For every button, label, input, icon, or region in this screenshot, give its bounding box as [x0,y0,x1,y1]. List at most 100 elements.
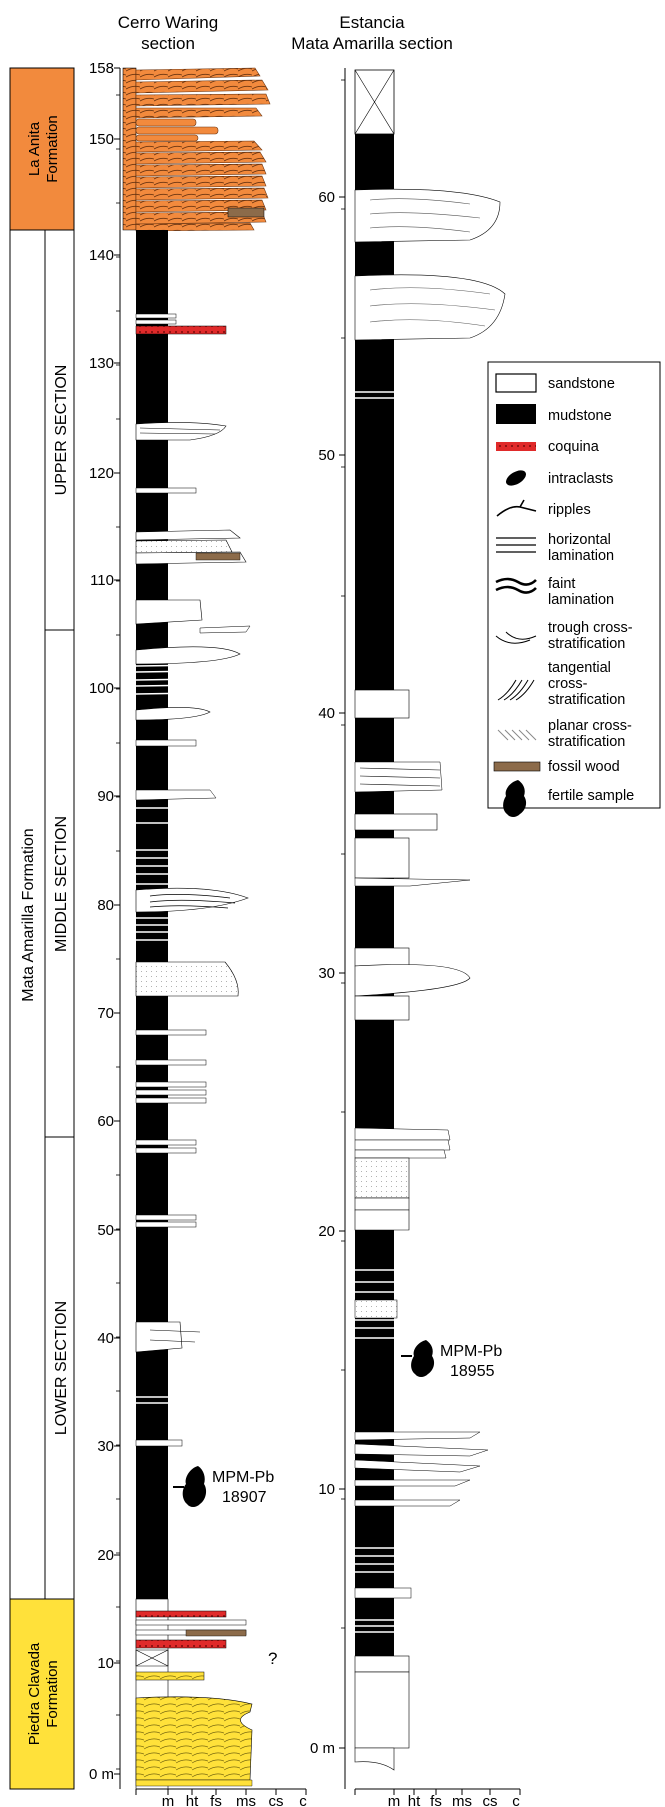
s1-tick-158: 158 [89,60,114,77]
s1-tick-80: 80 [97,897,114,914]
svg-text:faint: faint [548,576,575,592]
mata-amarilla-formation-box [9,229,75,1600]
s2-mudstone-column [355,134,394,1748]
legend-item-sandstone: sandstone [495,373,615,393]
trough-cross-stratification-icon [495,631,537,644]
fertile-sample-icon [411,1340,435,1377]
svg-text:mudstone: mudstone [548,408,612,424]
fossil-wood-icon [493,761,541,772]
svg-text:stratification: stratification [548,636,625,652]
tangential-cross-stratification-icon [497,679,535,701]
s2-tick-40: 40 [318,705,335,722]
s1-tick-10: 10 [97,1655,114,1672]
s2-tick-60: 60 [318,189,335,206]
section2-axis: 60 50 40 30 20 10 0 m [310,68,346,1789]
s1-grain-cs: cs [269,1793,284,1807]
horizontal-lamination-icon [496,537,536,553]
legend-box [487,361,661,809]
legend-item-fossil-wood: fossil wood [493,759,620,775]
planar-cross-stratification-icon [497,729,537,741]
legend-item-trough: trough cross- stratification [495,620,633,652]
la-anita-formation-box [9,67,75,231]
middle-section-label: MIDDLE SECTION [53,816,70,952]
unit-column: La Anita Formation Mata Amarilla Formati… [9,67,75,1790]
svg-text:stratification: stratification [548,734,625,750]
s1-tick-50: 50 [97,1222,114,1239]
lower-section-label: LOWER SECTION [53,1301,70,1435]
svg-text:planar cross-: planar cross- [548,718,632,734]
la-anita-beds [122,67,271,232]
sample1-id-line2: 18907 [222,1489,267,1506]
fertile-sample-icon [182,1466,207,1507]
svg-text:ripples: ripples [548,502,591,518]
s1-tick-130: 130 [89,355,114,372]
s1-sandstone-beds [135,313,253,1787]
fossil-wood-bed [227,207,265,218]
mudstone-icon [496,404,536,424]
s1-grain-c: c [299,1793,307,1807]
svg-text:fossil wood: fossil wood [548,759,620,775]
s1-grain-fs: fs [210,1793,222,1807]
svg-text:cross-: cross- [548,676,588,692]
s1-grain-m: m [162,1793,175,1807]
section1-axis: 158 150 140 130 120 110 100 90 80 70 60 … [89,60,121,1789]
la-anita-label-line1: La Anita [26,121,43,176]
s1-tick-140: 140 [89,247,114,264]
fertile-sample-marker: MPM-Pb 18955 [401,1340,502,1380]
s2-grain-m: m [388,1793,401,1807]
s2-tick-30: 30 [318,965,335,982]
s2-grain-fs: fs [430,1793,442,1807]
legend: sandstone mudstone coquina intraclasts r… [487,361,661,817]
piedra-clavada-formation-box [9,1598,75,1790]
upper-section-label: UPPER SECTION [53,365,70,496]
fertile-sample-icon [503,780,527,817]
piedra-clavada-label-line1: Piedra Clavada [26,1642,43,1745]
legend-item-planar: planar cross- stratification [497,718,632,750]
legend-item-mudstone: mudstone [496,404,612,424]
s1-tick-70: 70 [97,1005,114,1022]
s1-tick-20: 20 [97,1547,114,1564]
s2-tick-50: 50 [318,447,335,464]
legend-item-faint-lamination: faint lamination [495,576,614,608]
s1-grain-ms: ms [236,1793,256,1807]
s2-tick-10: 10 [318,1481,335,1498]
s1-grain-ht: ht [186,1793,199,1807]
section1-log: MPM-Pb 18907 ? m ht fs ms cs c [122,67,307,1807]
fertile-sample-marker: MPM-Pb 18907 [173,1466,274,1507]
svg-text:sandstone: sandstone [548,376,615,392]
legend-item-tangential: tangential cross- stratification [497,660,625,708]
coquina-bed [135,325,227,335]
sample1-id-line1: MPM-Pb [212,1469,274,1486]
sandstone-icon [495,373,537,393]
s2-grain-ms: ms [452,1793,472,1807]
sample2-id-line2: 18955 [450,1363,495,1380]
s1-tick-30: 30 [97,1438,114,1455]
s1-tick-100: 100 [89,680,114,697]
svg-text:trough cross-: trough cross- [548,620,633,636]
question-mark: ? [268,1649,277,1668]
svg-text:intraclasts: intraclasts [548,471,613,487]
coquina-icon [496,442,536,451]
svg-text:lamination: lamination [548,592,614,608]
s1-tick-150: 150 [89,131,114,148]
s2-grain-ht: ht [408,1793,421,1807]
mata-amarilla-label: Mata Amarilla Formation [20,828,37,1001]
legend-item-intraclasts: intraclasts [506,470,613,487]
svg-text:coquina: coquina [548,439,600,455]
s1-tick-120: 120 [89,465,114,482]
s1-tick-60: 60 [97,1113,114,1130]
s1-tick-40: 40 [97,1330,114,1347]
legend-item-horizontal-lamination: horizontal lamination [496,532,614,564]
intraclasts-icon [506,470,526,486]
legend-item-coquina: coquina [496,439,600,455]
faint-lamination-icon [495,577,537,594]
s1-tick-90: 90 [97,788,114,805]
s1-mudstone-column [136,230,168,1599]
s1-grain-size-axis: m ht fs ms cs c [135,1788,307,1807]
s2-grain-c: c [512,1793,520,1807]
svg-text:tangential: tangential [548,660,611,676]
s2-tick-0: 0 m [310,1740,335,1757]
s1-tick-110: 110 [90,572,114,589]
svg-text:stratification: stratification [548,692,625,708]
